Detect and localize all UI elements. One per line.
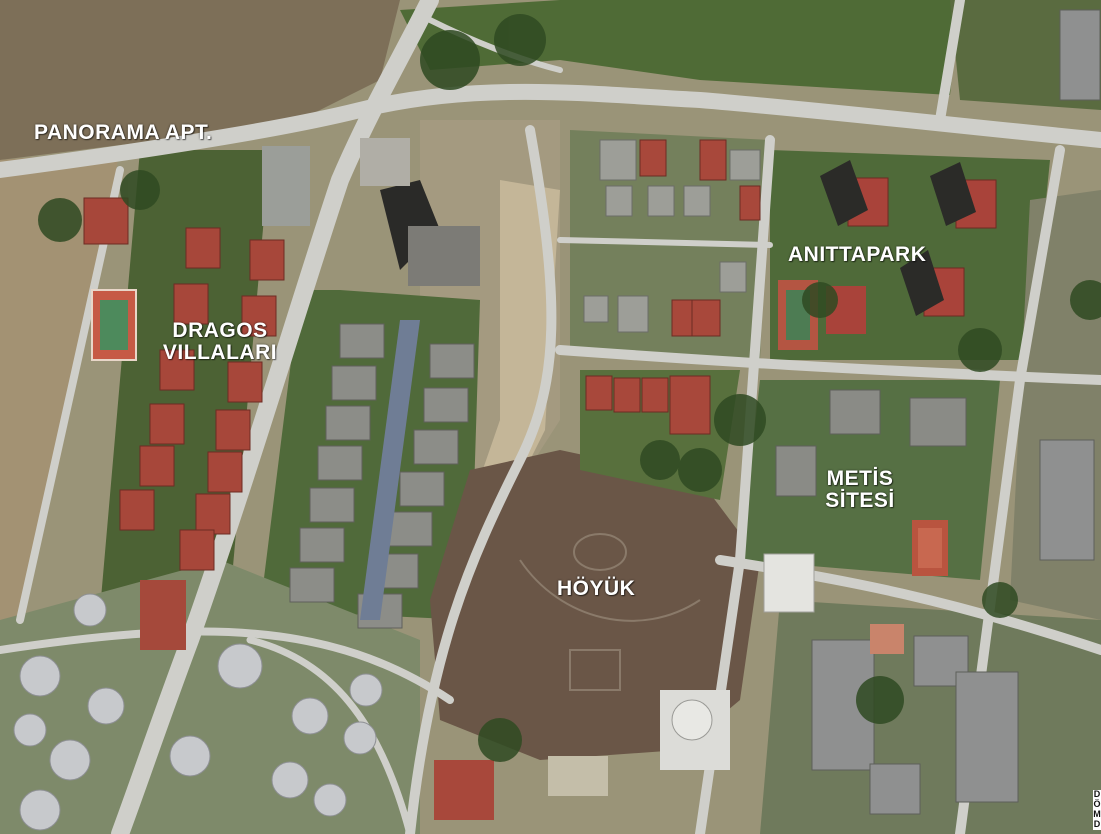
label-dragos-line2: VILLALARI [162,341,278,365]
label-metis-line1: METİS [826,467,894,490]
edge-text-fragment: D Ö M D [1093,790,1101,830]
label-metis-sitesi[interactable]: METİS SİTESİ [818,467,902,513]
label-anittapark[interactable]: ANITTAPARK [788,243,927,266]
label-panorama-apt[interactable]: PANORAMA APT. [34,121,213,144]
label-dragos-villalari[interactable]: DRAGOS VILLALARI [158,319,282,365]
label-metis-line2: SİTESİ [825,489,895,513]
edge-char: D [1093,789,1101,800]
edge-char: M [1093,809,1101,820]
label-dragos-line1: DRAGOS [172,319,268,342]
edge-char: Ö [1093,799,1101,810]
label-hoyuk[interactable]: HÖYÜK [557,577,636,600]
edge-char: D [1093,819,1101,830]
